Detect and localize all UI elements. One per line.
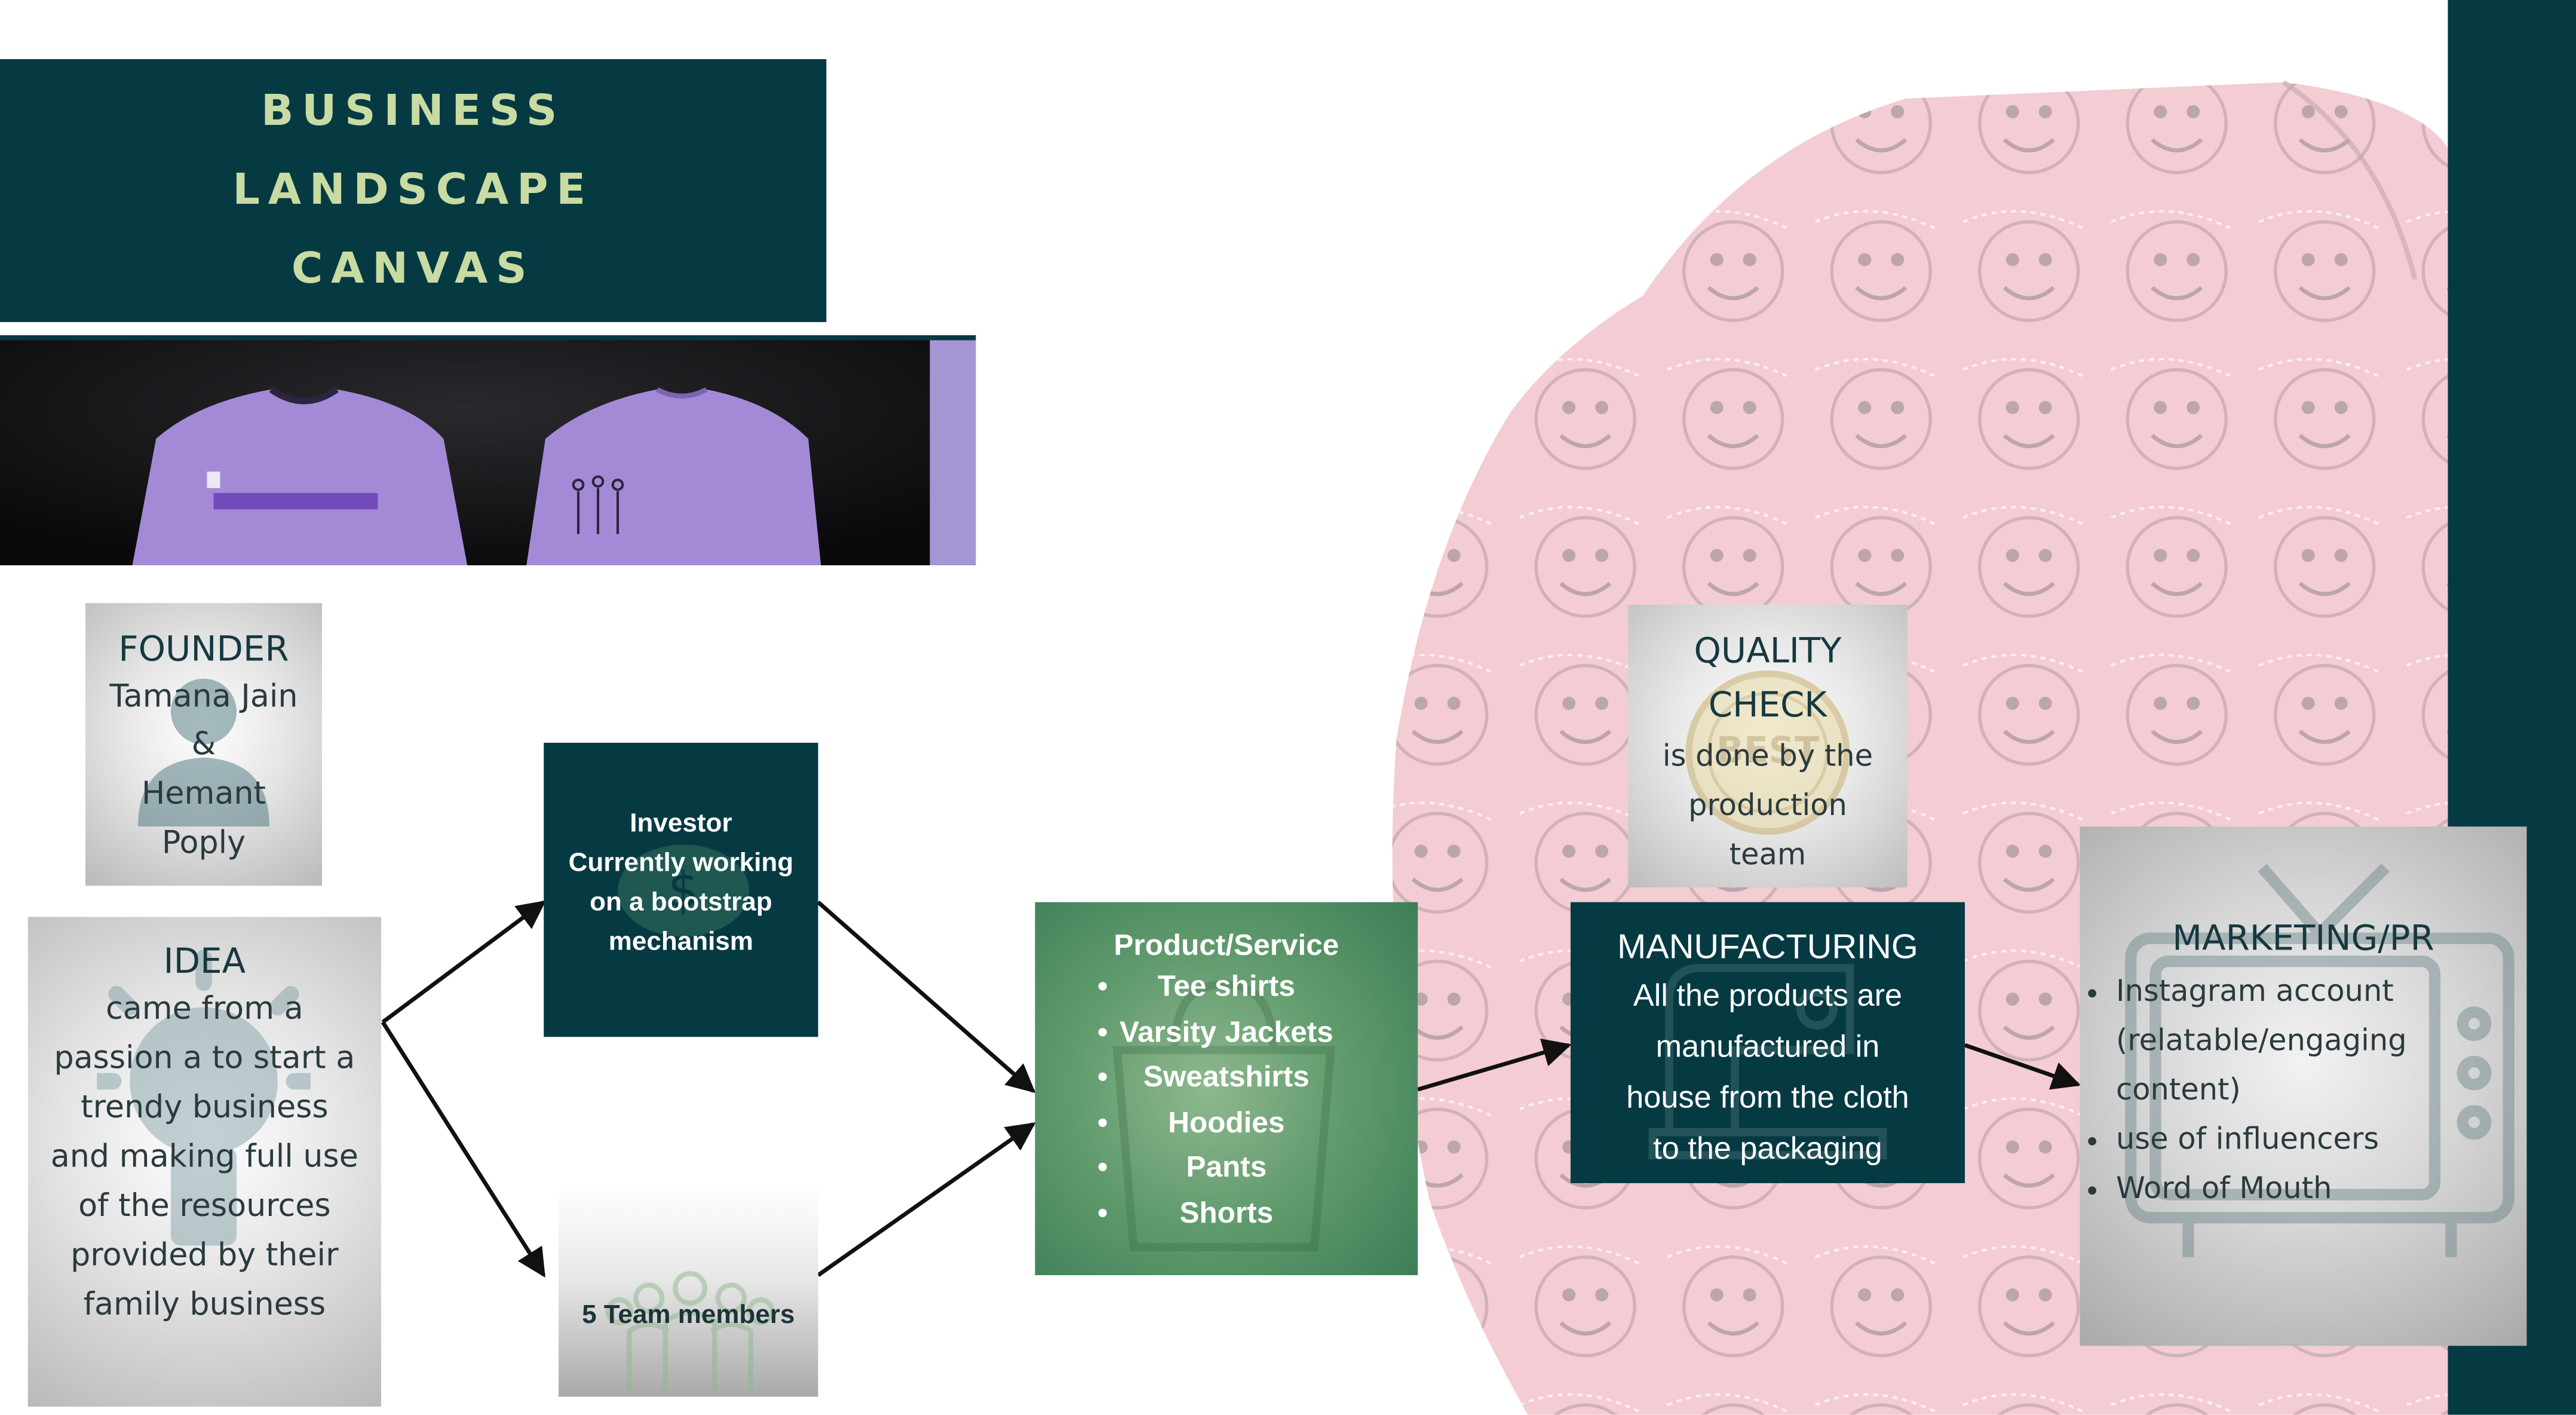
manufacturing-heading: MANUFACTURING [1617,928,1918,966]
manufacturing-line-1: All the products are [1633,979,1903,1014]
shopping-bag-icon [1112,980,1335,1252]
money-icon: $ [618,844,749,937]
manufacturing-line-2: manufactured in [1655,1030,1880,1065]
quality-line-2: production [1688,789,1847,823]
marketing-list: Instagram account (relatable/engaging co… [2080,968,2527,1215]
product-service-card: Product/Service • Tee shirts • Varsity Jac… [1035,902,1418,1275]
founder-name-2a: Hemant [142,776,266,812]
title-banner: BUSINESS LANDSCAPE CANVAS [0,59,827,322]
bullet-icon: • [1097,1150,1108,1183]
title-line-3: CANVAS [291,244,535,295]
svg-text:BEST: BEST [1716,730,1819,771]
quality-heading-2: CHECK [1708,685,1827,725]
product-photo-strip [0,335,976,565]
quality-check-card: BEST QUALITY CHECK is done by the produc… [1628,605,1908,887]
manufacturing-line-3: house from the cloth [1626,1081,1909,1116]
product-item-label: Sweatshirts [1143,1059,1310,1093]
arrow-idea-to-investor [381,900,547,1024]
product-item: • Sweatshirts [1035,1055,1418,1101]
bullet-icon: • [1097,969,1108,1003]
lightbulb-icon [97,950,311,1246]
founder-ampersand: & [191,726,216,763]
product-item: • Varsity Jackets [1035,1010,1418,1055]
bullet-icon: • [1097,1059,1108,1093]
bullet-icon: • [1097,1015,1108,1048]
title-line-1: BUSINESS [261,87,566,137]
idea-line-3: trendy business [81,1089,329,1126]
product-item: • Shorts [1035,1190,1418,1236]
investor-line-2: Currently working [568,849,794,878]
team-card: 5 Team members [559,1186,818,1397]
product-item-label: Varsity Jackets [1119,1015,1333,1048]
team-label: 5 Team members [582,1301,795,1330]
manufacturing-line-4: to the packaging [1653,1132,1882,1167]
arrow-idea-to-team [381,1021,546,1278]
product-item: • Tee shirts [1035,964,1418,1010]
product-item: • Hoodies [1035,1100,1418,1146]
quality-heading-1: QUALITY [1694,631,1842,670]
bullet-icon: • [1097,1105,1108,1138]
idea-card: IDEA came from a passion a to start a tr… [27,917,381,1407]
idea-line-1: came from a [106,991,303,1027]
team-icon [605,1271,775,1393]
product-item-label: Hoodies [1168,1105,1285,1138]
investor-line-4: mechanism [608,928,753,957]
product-heading: Product/Service [1114,928,1339,961]
founder-heading: FOUNDER [118,629,289,669]
idea-line-5: of the resources [78,1188,331,1224]
founder-name-1: Tamana Jain [109,678,298,715]
product-list: • Tee shirts • Varsity Jackets • Sweatshirt… [1035,964,1418,1236]
idea-line-6: provided by their [70,1237,339,1274]
sweatshirt-photos [0,340,930,565]
arrow-product-to-manufacturing [1417,1039,1572,1092]
idea-line-7: family business [83,1287,326,1323]
investor-line-1: Investor [630,810,732,838]
quality-line-1: is done by the [1662,739,1873,774]
best-quality-badge-icon: BEST [1685,670,1850,835]
arrow-investor-to-product [817,901,1036,1094]
sweatshirt-front-shape [132,389,468,565]
idea-line-4: and making full use [50,1138,358,1175]
tv-icon [2125,863,2514,1257]
marketing-item: Instagram account (relatable/engaging co… [2116,968,2527,1116]
product-item: • Pants [1035,1146,1418,1191]
arrow-manufacturing-to-marketing [1964,1043,2081,1090]
idea-line-2: passion a to start a [54,1040,355,1077]
product-item-label: Pants [1186,1150,1267,1183]
product-item-label: Tee shirts [1157,969,1295,1003]
bullet-icon: • [1097,1195,1108,1229]
marketing-item: Word of Mouth [2116,1165,2527,1215]
lavender-accent [930,340,976,565]
manufacturing-card: MANUFACTURING All the products are manuf… [1571,902,1965,1183]
product-item-label: Shorts [1179,1195,1274,1229]
sewing-machine-icon [1648,963,1887,1160]
svg-text:$: $ [668,862,700,919]
quality-line-3: team [1729,838,1807,873]
investor-line-3: on a bootstrap [590,889,772,917]
person-icon [138,678,269,827]
title-line-2: LANDSCAPE [232,166,594,216]
investor-card: $ Investor Currently working on a bootst… [544,743,818,1037]
idea-heading: IDEA [163,941,246,981]
marketing-item: use of influencers [2116,1116,2527,1165]
sweatshirt-back-shape [526,389,821,565]
founder-card: FOUNDER Tamana Jain & Hemant Poply [85,603,322,886]
arrow-team-to-product [817,1122,1036,1277]
marketing-heading: MARKETING/PR [2172,918,2434,958]
marketing-pr-card: MARKETING/PR Instagram account (relatabl… [2080,826,2527,1346]
founder-name-2b: Poply [161,825,246,862]
